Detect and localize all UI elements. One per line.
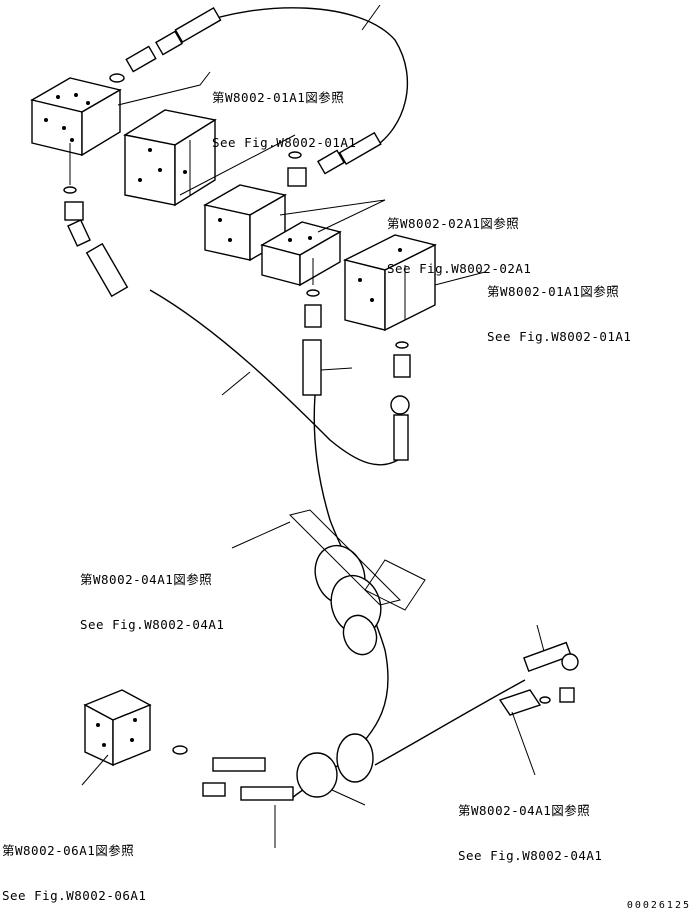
adapter-fitting-1 [287, 167, 307, 187]
callout-ref-01a1-right: 第W8002-01A1図参照 See Fig.W8002-01A1 [487, 254, 631, 359]
leader-ref-06a1 [81, 754, 109, 786]
callout-en: See Fig.W8002-02A1 [387, 261, 532, 276]
callout-ref-01a1-top: 第W8002-01A1図参照 See Fig.W8002-01A1 [212, 60, 356, 165]
clamp-assembly-mid [289, 509, 426, 656]
leader-ref-02a1 [279, 199, 386, 233]
callout-en: See Fig.W8002-01A1 [212, 135, 357, 150]
leader-hose-center [320, 367, 353, 371]
callout-jp: 第W8002-06A1図参照 [2, 843, 135, 858]
clamp-assembly-bottom [274, 733, 374, 848]
document-number: 00026125 [626, 900, 691, 911]
callout-en: See Fig.W8002-04A1 [458, 848, 603, 863]
oring-4 [172, 745, 188, 755]
leader-ref-01a1-right [434, 271, 486, 286]
oring-2 [306, 289, 320, 297]
callout-jp: 第W8002-04A1図参照 [458, 803, 591, 818]
callout-jp: 第W8002-01A1図参照 [487, 284, 620, 299]
oring-3 [395, 341, 409, 349]
callout-ref-04a1-left: 第W8002-04A1図参照 See Fig.W8002-04A1 [80, 542, 224, 647]
valve-block-top-left [30, 77, 122, 194]
hose-end-left [85, 242, 129, 298]
elbow-fitting-top [109, 45, 157, 83]
valve-block-center-b [260, 221, 342, 287]
hose-end-mid [317, 131, 382, 175]
leader-ref-01a1-top [117, 71, 211, 106]
elbow-fitting-bottom-right [523, 624, 579, 704]
callout-ref-02a1: 第W8002-02A1図参照 See Fig.W8002-02A1 [387, 186, 531, 291]
callout-ref-06a1: 第W8002-06A1図参照 See Fig.W8002-06A1 [2, 813, 146, 918]
hose-top-loop [194, 7, 409, 151]
leader-left-hose [221, 371, 251, 396]
callout-en: See Fig.W8002-06A1 [2, 888, 147, 903]
leader-ref-04a1-right [511, 711, 536, 776]
callout-jp: 第W8002-02A1図参照 [387, 216, 520, 231]
callout-jp: 第W8002-04A1図参照 [80, 572, 213, 587]
hose-end-center [302, 339, 322, 396]
valve-block-bottom-left [83, 689, 152, 767]
valve-block-center-top [123, 109, 296, 207]
oring-1 [288, 151, 302, 159]
valve-block-right [342, 234, 438, 332]
hose-end-right [390, 395, 410, 461]
flange-fitting [498, 689, 542, 716]
callout-ref-04a1-right: 第W8002-04A1図参照 See Fig.W8002-04A1 [458, 773, 602, 878]
adapter-fitting-3 [393, 354, 411, 378]
hose-end-top [155, 6, 222, 56]
elbow-fitting-bottom-left [202, 782, 226, 797]
hose-end-bottom-a [212, 757, 294, 801]
callout-en: See Fig.W8002-04A1 [80, 617, 225, 632]
hose-right-diagonal [374, 679, 526, 766]
callout-en: See Fig.W8002-01A1 [487, 329, 632, 344]
elbow-fitting-left [64, 201, 91, 247]
adapter-fitting-2 [304, 304, 322, 328]
hose-left-long [149, 289, 399, 466]
leader-ref-04a1-left [231, 521, 291, 549]
callout-jp: 第W8002-01A1図参照 [212, 90, 345, 105]
leader-top-hose [361, 4, 381, 31]
